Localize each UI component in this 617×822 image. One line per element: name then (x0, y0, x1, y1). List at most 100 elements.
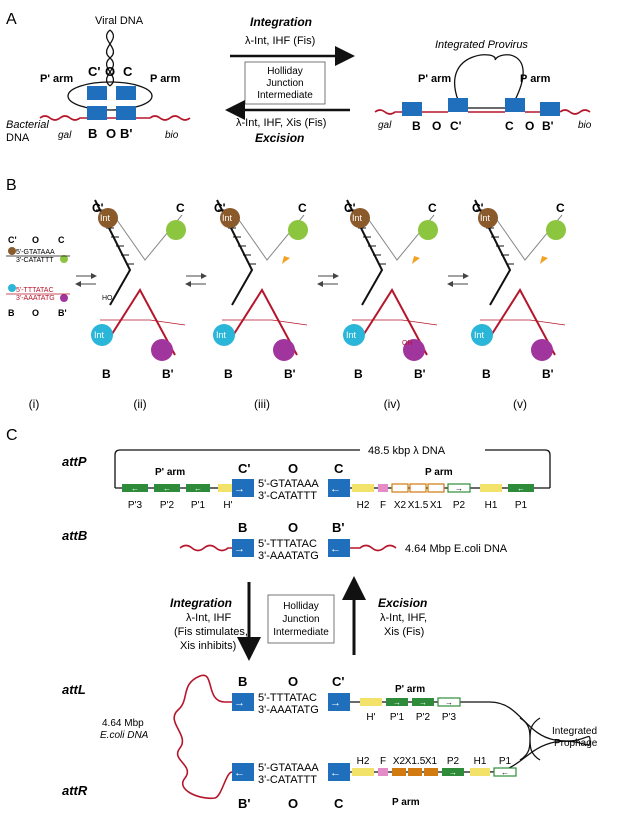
right-o2: O (525, 119, 534, 133)
attp-c-prime-box (232, 479, 254, 497)
lambda-dna-bg (360, 444, 485, 456)
site-c-prime: C' (92, 201, 104, 215)
b-prime-box (116, 106, 136, 120)
hydroxyl-label: OH (402, 340, 413, 347)
site-b: B (224, 367, 233, 381)
site-box (378, 768, 388, 776)
int-label: Int (100, 213, 111, 223)
site-arrow: → (455, 484, 463, 493)
stage-label: (ii) (133, 397, 146, 411)
int-green (288, 220, 308, 240)
site-box (408, 768, 422, 776)
holliday-a1: Holliday (267, 66, 303, 77)
p-prime-arm-label: P' arm (40, 73, 73, 85)
site-label: F (380, 500, 386, 511)
c-excision-factors1: λ-Int, IHF, (380, 612, 427, 624)
holliday-box-c (267, 594, 335, 644)
site-c: C (298, 201, 307, 215)
attp-seq-bg (254, 476, 328, 500)
site-label: P1 (499, 756, 512, 767)
site-box (480, 484, 502, 492)
site-label: H2 (357, 500, 370, 511)
site-b: B (102, 367, 111, 381)
cleavage-arrow (412, 256, 420, 264)
bacterial-dna-line (39, 115, 191, 121)
b-label: B (88, 126, 97, 141)
prophage-twist (519, 717, 541, 761)
site-label: P2 (453, 500, 466, 511)
site-box (154, 484, 180, 492)
o-label: O (105, 64, 115, 79)
attl-c-prime-arrow: → (330, 697, 341, 709)
attp-p-prime-arm: P' arm (155, 467, 185, 478)
int-label: Int (216, 330, 227, 340)
ecoli-1: 4.64 Mbp (102, 718, 144, 729)
right-b-box (402, 102, 422, 116)
site-box (352, 484, 374, 492)
attl-c-prime: C' (332, 674, 344, 689)
site-label: X1.5 (405, 756, 426, 767)
integrated-provirus-label: Integrated Provirus (435, 39, 528, 51)
red-thin-strand (352, 319, 438, 326)
site-box (427, 483, 445, 493)
site-label: H' (223, 500, 232, 511)
small-b-prime: B' (58, 308, 67, 318)
site-b-prime: B' (162, 367, 174, 381)
attp-c-prime-arrow: → (234, 483, 245, 495)
attp-o: O (288, 461, 298, 476)
int-magenta (273, 339, 295, 361)
attb-seq2: 3'-AAATATG (258, 550, 319, 562)
attr-b-prime: B' (238, 796, 250, 811)
red-strand (356, 288, 428, 356)
site-arrow: ← (131, 484, 139, 493)
int-brown (220, 208, 240, 228)
integrated-1: Integrated (552, 726, 597, 737)
int-brown (98, 208, 118, 228)
attl-seq1: 5'-TTTATAC (258, 692, 317, 704)
excision-factors: λ-Int, IHF, Xis (Fis) (236, 117, 326, 129)
site-box (470, 768, 490, 776)
site-b: B (482, 367, 491, 381)
attl-b-box (232, 693, 254, 711)
site-box (493, 767, 517, 777)
site-box (122, 484, 148, 492)
c-excision: Excision (378, 596, 427, 610)
hydroxyl-label: HO (102, 295, 113, 302)
holliday-a3: Intermediate (257, 90, 313, 101)
site-label: P'1 (390, 712, 405, 723)
site-label: P2 (447, 756, 460, 767)
site-b-prime: B' (414, 367, 426, 381)
right-b: B (412, 119, 421, 133)
gal-label: gal (58, 130, 72, 141)
holliday-c3: Intermediate (273, 627, 329, 638)
site-c: C (556, 201, 565, 215)
site-label: H1 (474, 756, 487, 767)
right-gal: gal (378, 120, 392, 131)
attb-b-arrow: → (234, 543, 245, 555)
integration-label: Integration (250, 15, 312, 29)
site-box (392, 768, 406, 776)
site-box (412, 698, 434, 706)
cleavage-arrow (540, 256, 548, 264)
attp-loop (67, 81, 153, 111)
right-b-prime: B' (542, 119, 554, 133)
site-label: P'3 (128, 500, 143, 511)
excision-label: Excision (255, 131, 304, 145)
bio-label: bio (165, 130, 179, 141)
int-brown-small (8, 247, 16, 255)
attp-seq2: 3'-CATATTT (258, 490, 317, 502)
holliday-a2: Junction (266, 78, 303, 89)
holliday-box-a (244, 61, 326, 105)
panel-c-label: C (6, 427, 18, 444)
site-arrow: → (445, 698, 453, 707)
small-bot-seq1: 5'-TTTATAC (16, 287, 54, 294)
attb-b-prime-box (328, 539, 350, 557)
site-arrow: ← (501, 768, 509, 777)
integration-factors: λ-Int, IHF (Fis) (245, 35, 315, 47)
site-label: X1 (430, 500, 443, 511)
